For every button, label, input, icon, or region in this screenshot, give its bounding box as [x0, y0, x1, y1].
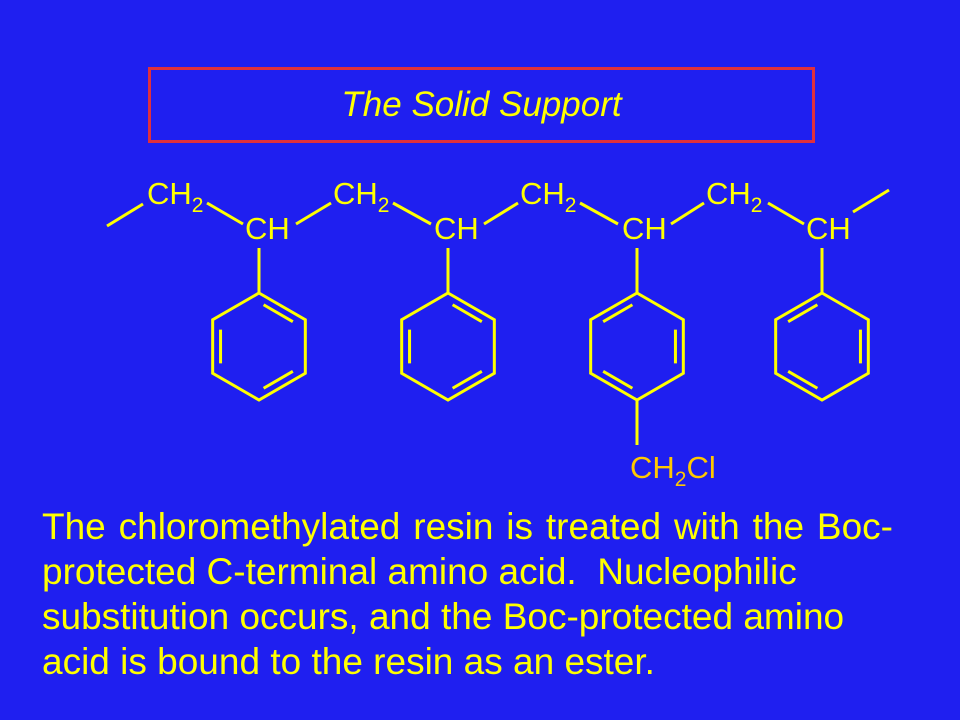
- backbone-bond: [767, 201, 805, 226]
- backbone-bond: [392, 201, 432, 226]
- backbone-bond: [295, 201, 332, 226]
- backbone-bond: [670, 201, 705, 226]
- ch2-group: CH2: [520, 176, 576, 217]
- group-subscript: 2: [191, 194, 204, 217]
- chloromethyl-group: CH2Cl: [630, 450, 716, 491]
- ring-double-bond: [451, 370, 483, 390]
- ring-double-bond: [602, 303, 634, 323]
- backbone-bond-right-tail: [852, 188, 890, 214]
- ring-double-bond: [262, 370, 294, 390]
- benzene-ring: [211, 291, 307, 402]
- title-box: The Solid Support: [148, 67, 815, 143]
- body-line: substitution occurs, and the Boc-protect…: [42, 596, 845, 637]
- benzene-ring: [589, 291, 685, 402]
- body-line: protected C-terminal amino acid. Nucleop…: [42, 551, 797, 592]
- ch-group: CH: [806, 213, 851, 244]
- ring-double-bond: [787, 303, 819, 323]
- group-subscript: 2: [377, 194, 390, 217]
- group-symbol: CH: [806, 211, 851, 246]
- body-paragraph: The chloromethylated resin is treated wi…: [42, 504, 893, 684]
- slide-title: The Solid Support: [341, 85, 622, 124]
- backbone-bond: [483, 201, 519, 226]
- body-line: The chloromethylated resin is treated wi…: [42, 506, 893, 547]
- body-line: acid is bound to the resin as an ester.: [42, 641, 655, 682]
- ring-double-bond: [451, 303, 483, 323]
- backbone-bond-left-tail: [106, 202, 144, 228]
- group-symbol: CH: [333, 176, 378, 211]
- group-symbol: CH: [520, 176, 565, 211]
- ch2-group: CH2: [706, 176, 762, 217]
- group-symbol: CH: [706, 176, 751, 211]
- benzene-ring: [400, 291, 496, 402]
- backbone-bond: [579, 201, 619, 226]
- ch2-group: CH2: [333, 176, 389, 217]
- benzene-ring: [774, 291, 870, 402]
- ring-double-bond: [787, 370, 819, 390]
- group-symbol: CH: [434, 211, 479, 246]
- group-subscript: 2: [750, 194, 763, 217]
- ch2-group: CH2: [147, 176, 203, 217]
- group-subscript: 2: [674, 468, 687, 491]
- group-subscript: 2: [564, 194, 577, 217]
- group-symbol: CH: [622, 211, 667, 246]
- ch-group: CH: [434, 213, 479, 244]
- ch-group: CH: [622, 213, 667, 244]
- ch-group: CH: [245, 213, 290, 244]
- chlorine-symbol: Cl: [686, 450, 716, 485]
- group-symbol: CH: [630, 450, 675, 485]
- ring-double-bond: [602, 370, 634, 390]
- backbone-bond: [206, 201, 244, 226]
- group-symbol: CH: [245, 211, 290, 246]
- ring-double-bond: [262, 303, 294, 323]
- group-symbol: CH: [147, 176, 192, 211]
